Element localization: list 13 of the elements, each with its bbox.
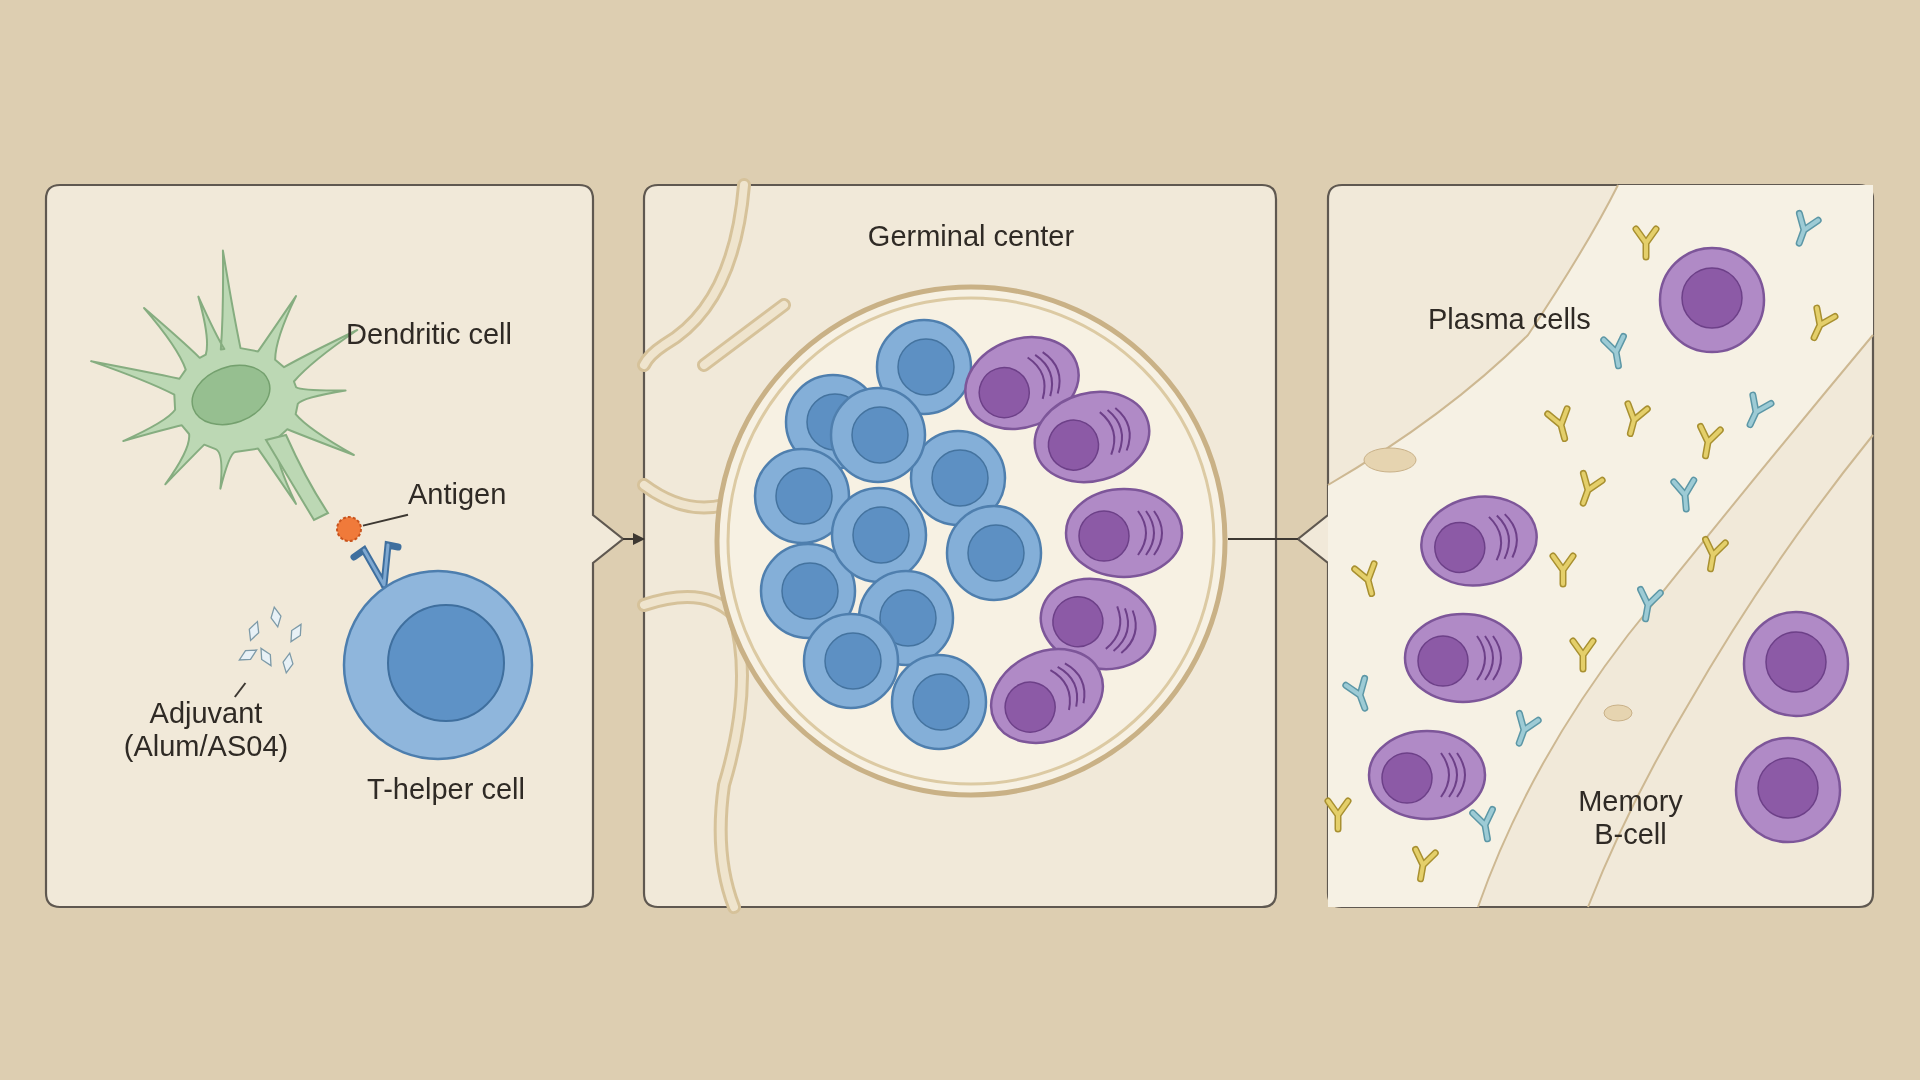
panel-frame <box>46 185 623 907</box>
cell-label: T-helper cell <box>366 773 526 807</box>
region-title: Germinal center <box>866 220 1076 254</box>
cell-label: Plasma cells <box>1428 303 1592 337</box>
callout-label: Antigen <box>408 478 508 512</box>
cell-label: Memory B-cell <box>1577 785 1684 852</box>
cell-label: Dendritic cell <box>346 318 513 352</box>
leader-line <box>233 682 247 698</box>
arrow <box>622 533 645 545</box>
callout-label: Adjuvant (Alum/AS04) <box>122 697 290 764</box>
leader-line <box>1227 538 1299 540</box>
leader-line <box>362 513 409 527</box>
antigen-particle <box>335 515 363 543</box>
